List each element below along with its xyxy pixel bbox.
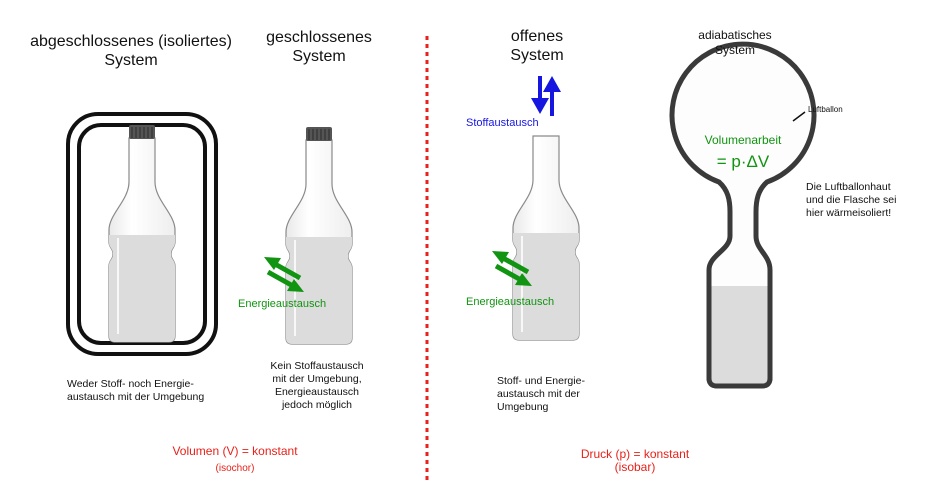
matter-arrows	[531, 76, 561, 116]
condition-isochor: Volumen (V) = konstant	[172, 444, 298, 458]
energy-arrows-closed	[264, 257, 304, 292]
label-volumenarbeit-formula: = p·ΔV	[716, 152, 770, 171]
condition-isobar-label: (isobar)	[614, 460, 656, 474]
title-isolated: abgeschlossenes (isoliertes)System	[30, 33, 232, 69]
bottle-closed	[285, 126, 353, 345]
luftballon-pointer	[792, 111, 806, 122]
bottle-open	[512, 135, 580, 341]
label-volumenarbeit: Volumenarbeit	[704, 133, 782, 147]
balloon-bottle	[669, 41, 817, 389]
label-luftballon: Luftballon	[808, 105, 843, 114]
label-energieaustausch-closed: Energieaustausch	[238, 298, 327, 310]
condition-isobar: Druck (p) = konstant	[580, 447, 690, 461]
bottle-isolated	[108, 124, 176, 343]
label-stoffaustausch: Stoffaustausch	[466, 117, 539, 129]
desc-isolated: Weder Stoff- noch Energie-austausch mit …	[67, 378, 205, 403]
insulation-outer	[66, 112, 218, 356]
energy-arrows-open	[492, 251, 532, 286]
condition-isochor-label: (isochor)	[215, 463, 255, 474]
label-energieaustausch-open: Energieaustausch	[466, 296, 555, 308]
